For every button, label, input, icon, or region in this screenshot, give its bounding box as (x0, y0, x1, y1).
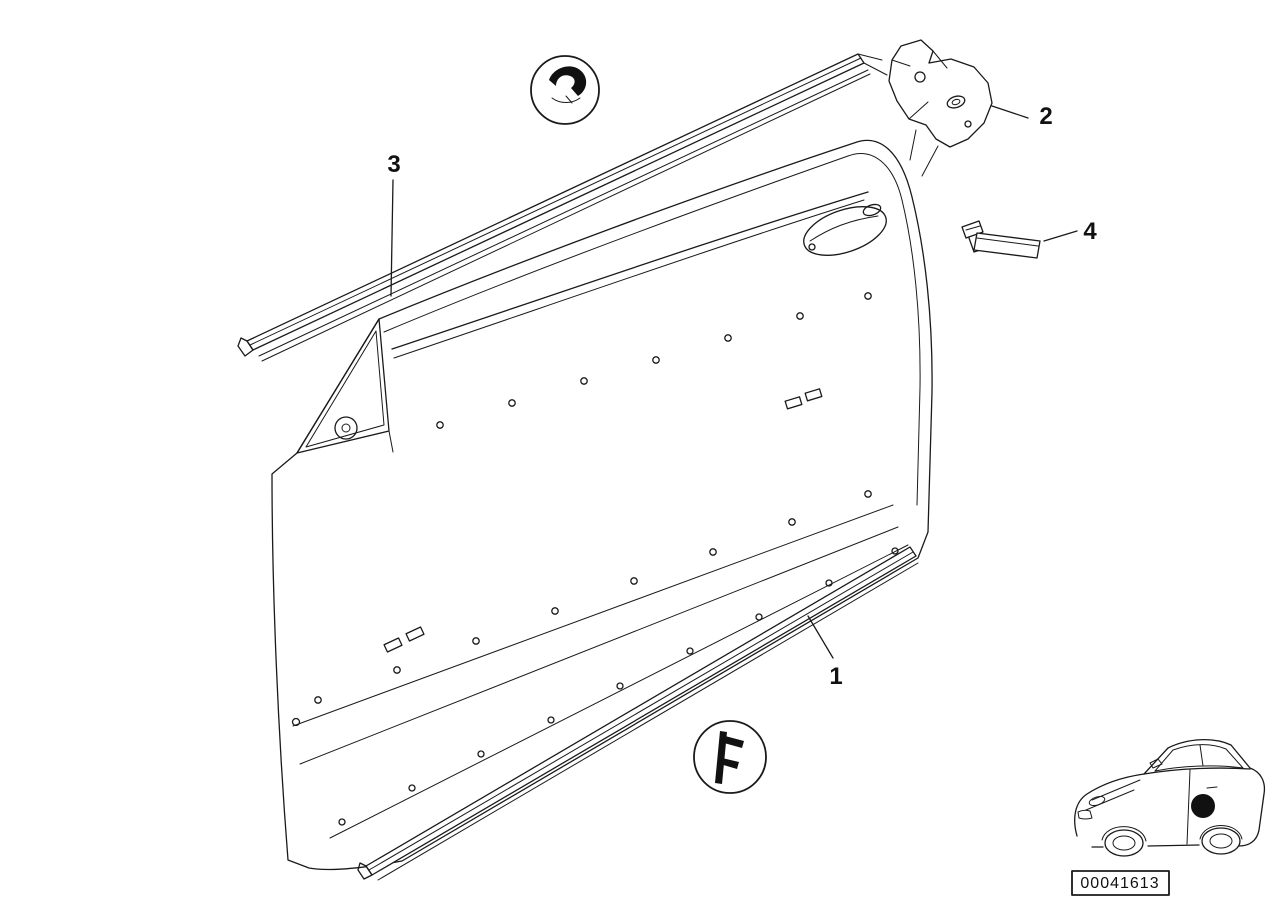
mirror-triangle (296, 318, 394, 454)
car-beltline (1143, 767, 1251, 775)
rivet-holes-bottom (338, 547, 899, 826)
rivet-holes-upper (436, 292, 872, 429)
callout-3[interactable]: 3 (387, 151, 401, 297)
bracket-slot-hole (946, 95, 966, 109)
callout-3-label[interactable]: 3 (387, 151, 400, 178)
bracket-hole (914, 71, 926, 83)
trim-cap-body (973, 232, 1041, 259)
car-door-seam (1186, 769, 1191, 845)
part-number-box (1071, 870, 1170, 896)
door-outline (271, 139, 933, 871)
lower-moulding-part-1 (357, 546, 919, 881)
window-moulding-part-3 (237, 53, 888, 362)
clip-profile-stem (715, 731, 727, 784)
inset-circle-bottom (693, 720, 767, 794)
part-number-text: 00041613 (1080, 875, 1159, 892)
hem-slot (405, 626, 425, 642)
moulding-end-cap (237, 337, 254, 357)
mirror-mount-hole (334, 416, 358, 440)
trim-cap-part-4 (961, 220, 1041, 259)
car-grille (1077, 809, 1093, 820)
callout-2-leader (991, 105, 1029, 119)
moulding-profile-shape (549, 66, 587, 96)
hem-slot (383, 637, 403, 653)
car-windows (1154, 744, 1244, 772)
car-front-wheel (1104, 829, 1144, 857)
hem-slot (804, 388, 823, 402)
callout-1-leader (807, 615, 834, 659)
inset-circle-top (530, 55, 600, 125)
moulding-end-cap (357, 862, 373, 880)
part-location-dot (1191, 794, 1215, 818)
callout-4-label[interactable]: 4 (1083, 218, 1097, 245)
callout-4[interactable]: 4 (1043, 218, 1097, 245)
door-panel (271, 139, 933, 871)
callout-4-leader (1043, 230, 1078, 242)
lock-cylinder (808, 243, 816, 251)
rivet-holes-middle (314, 490, 872, 704)
car-mirror (1149, 758, 1163, 769)
inset-bottom-cross-section (693, 720, 767, 794)
callout-3-leader (390, 179, 394, 297)
callout-1[interactable]: 1 (807, 615, 843, 690)
door-handle (803, 203, 887, 256)
inset-top-cross-section (530, 55, 600, 125)
callout-2-label[interactable]: 2 (1039, 103, 1052, 130)
callouts: 3 2 4 1 (387, 103, 1097, 690)
car-rear-wheel (1201, 827, 1241, 855)
callout-2[interactable]: 2 (991, 103, 1053, 130)
part-number-plate: 00041613 (1071, 870, 1170, 896)
belt-line (391, 191, 869, 350)
car-headlight (1088, 795, 1106, 807)
callout-1-label[interactable]: 1 (829, 663, 842, 690)
hem-slot (784, 396, 803, 410)
frame-bracket-part-2 (888, 39, 993, 177)
car-location-thumbnail (1074, 739, 1266, 857)
